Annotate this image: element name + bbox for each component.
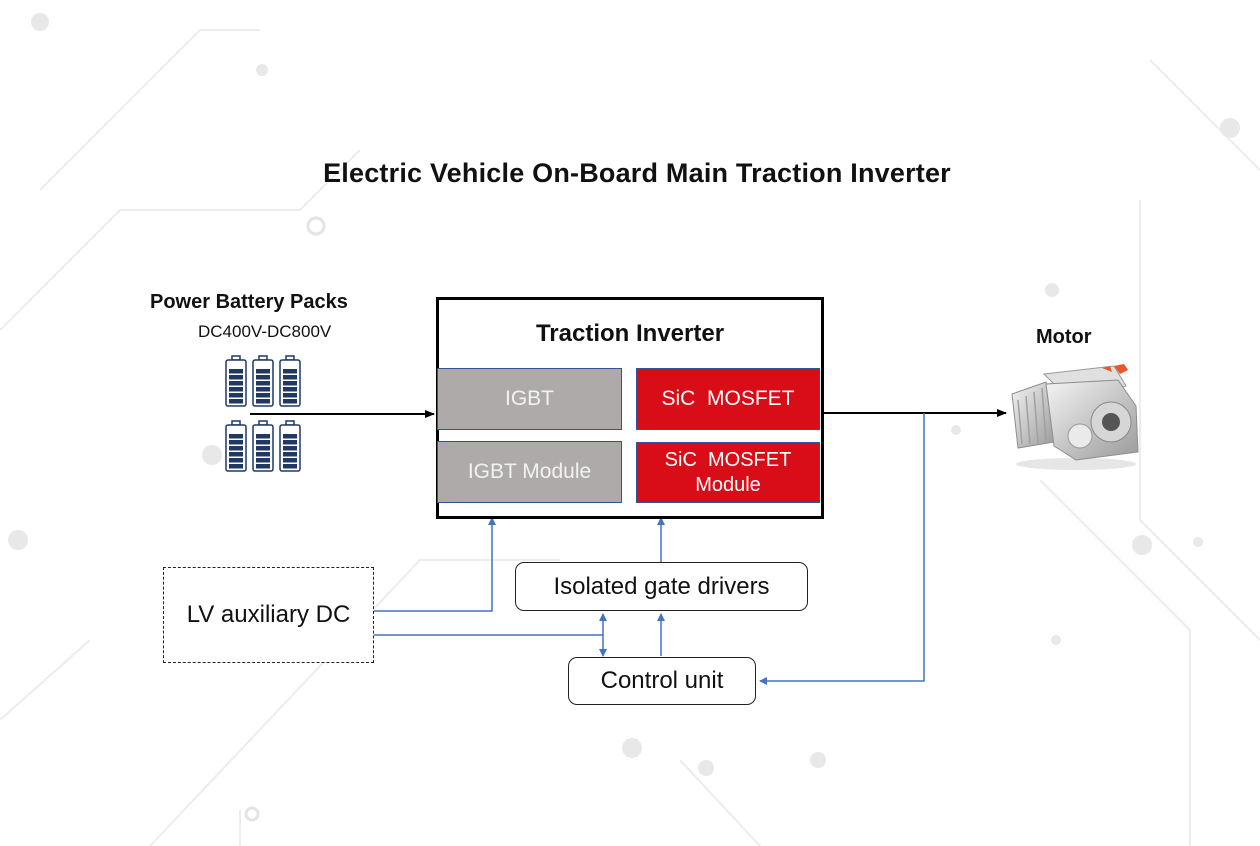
sic-mosfet-module-block: SiC MOSFET Module bbox=[636, 442, 820, 503]
lv-auxiliary-dc-label: LV auxiliary DC bbox=[186, 601, 351, 628]
battery-voltage: DC400V-DC800V bbox=[198, 322, 332, 341]
control-unit-label: Control unit bbox=[600, 667, 724, 694]
battery-icon bbox=[225, 420, 247, 472]
sic-mosfet-module-label: SiC MOSFET Module bbox=[664, 448, 792, 496]
lv-auxiliary-dc-box: LV auxiliary DC bbox=[163, 567, 374, 663]
igbt-label: IGBT bbox=[504, 386, 554, 410]
battery-icon bbox=[252, 420, 274, 472]
motor-feedback-line bbox=[759, 413, 925, 685]
traction-inverter-title: Traction Inverter bbox=[535, 320, 725, 347]
motor-icon bbox=[1006, 356, 1146, 474]
igbt-block: IGBT bbox=[437, 368, 622, 430]
sic-mosfet-block: SiC MOSFET bbox=[636, 368, 820, 430]
battery-icon bbox=[279, 420, 301, 472]
battery-icon bbox=[225, 355, 247, 407]
motor-label: Motor bbox=[1036, 326, 1092, 348]
igbt-module-label: IGBT Module bbox=[467, 459, 592, 483]
battery-label: Power Battery Packs bbox=[150, 291, 348, 313]
sic-mosfet-label: SiC MOSFET bbox=[661, 386, 795, 410]
battery-packs bbox=[224, 354, 304, 474]
igbt-module-block: IGBT Module bbox=[437, 441, 622, 503]
control-unit-box: Control unit bbox=[568, 657, 756, 705]
isolated-gate-drivers-label: Isolated gate drivers bbox=[553, 572, 770, 600]
battery-icon bbox=[279, 355, 301, 407]
lv-to-inverter-line bbox=[374, 517, 496, 612]
diagram-title: Electric Vehicle On-Board Main Traction … bbox=[323, 158, 951, 188]
isolated-gate-drivers-box: Isolated gate drivers bbox=[515, 562, 808, 611]
battery-icon bbox=[252, 355, 274, 407]
